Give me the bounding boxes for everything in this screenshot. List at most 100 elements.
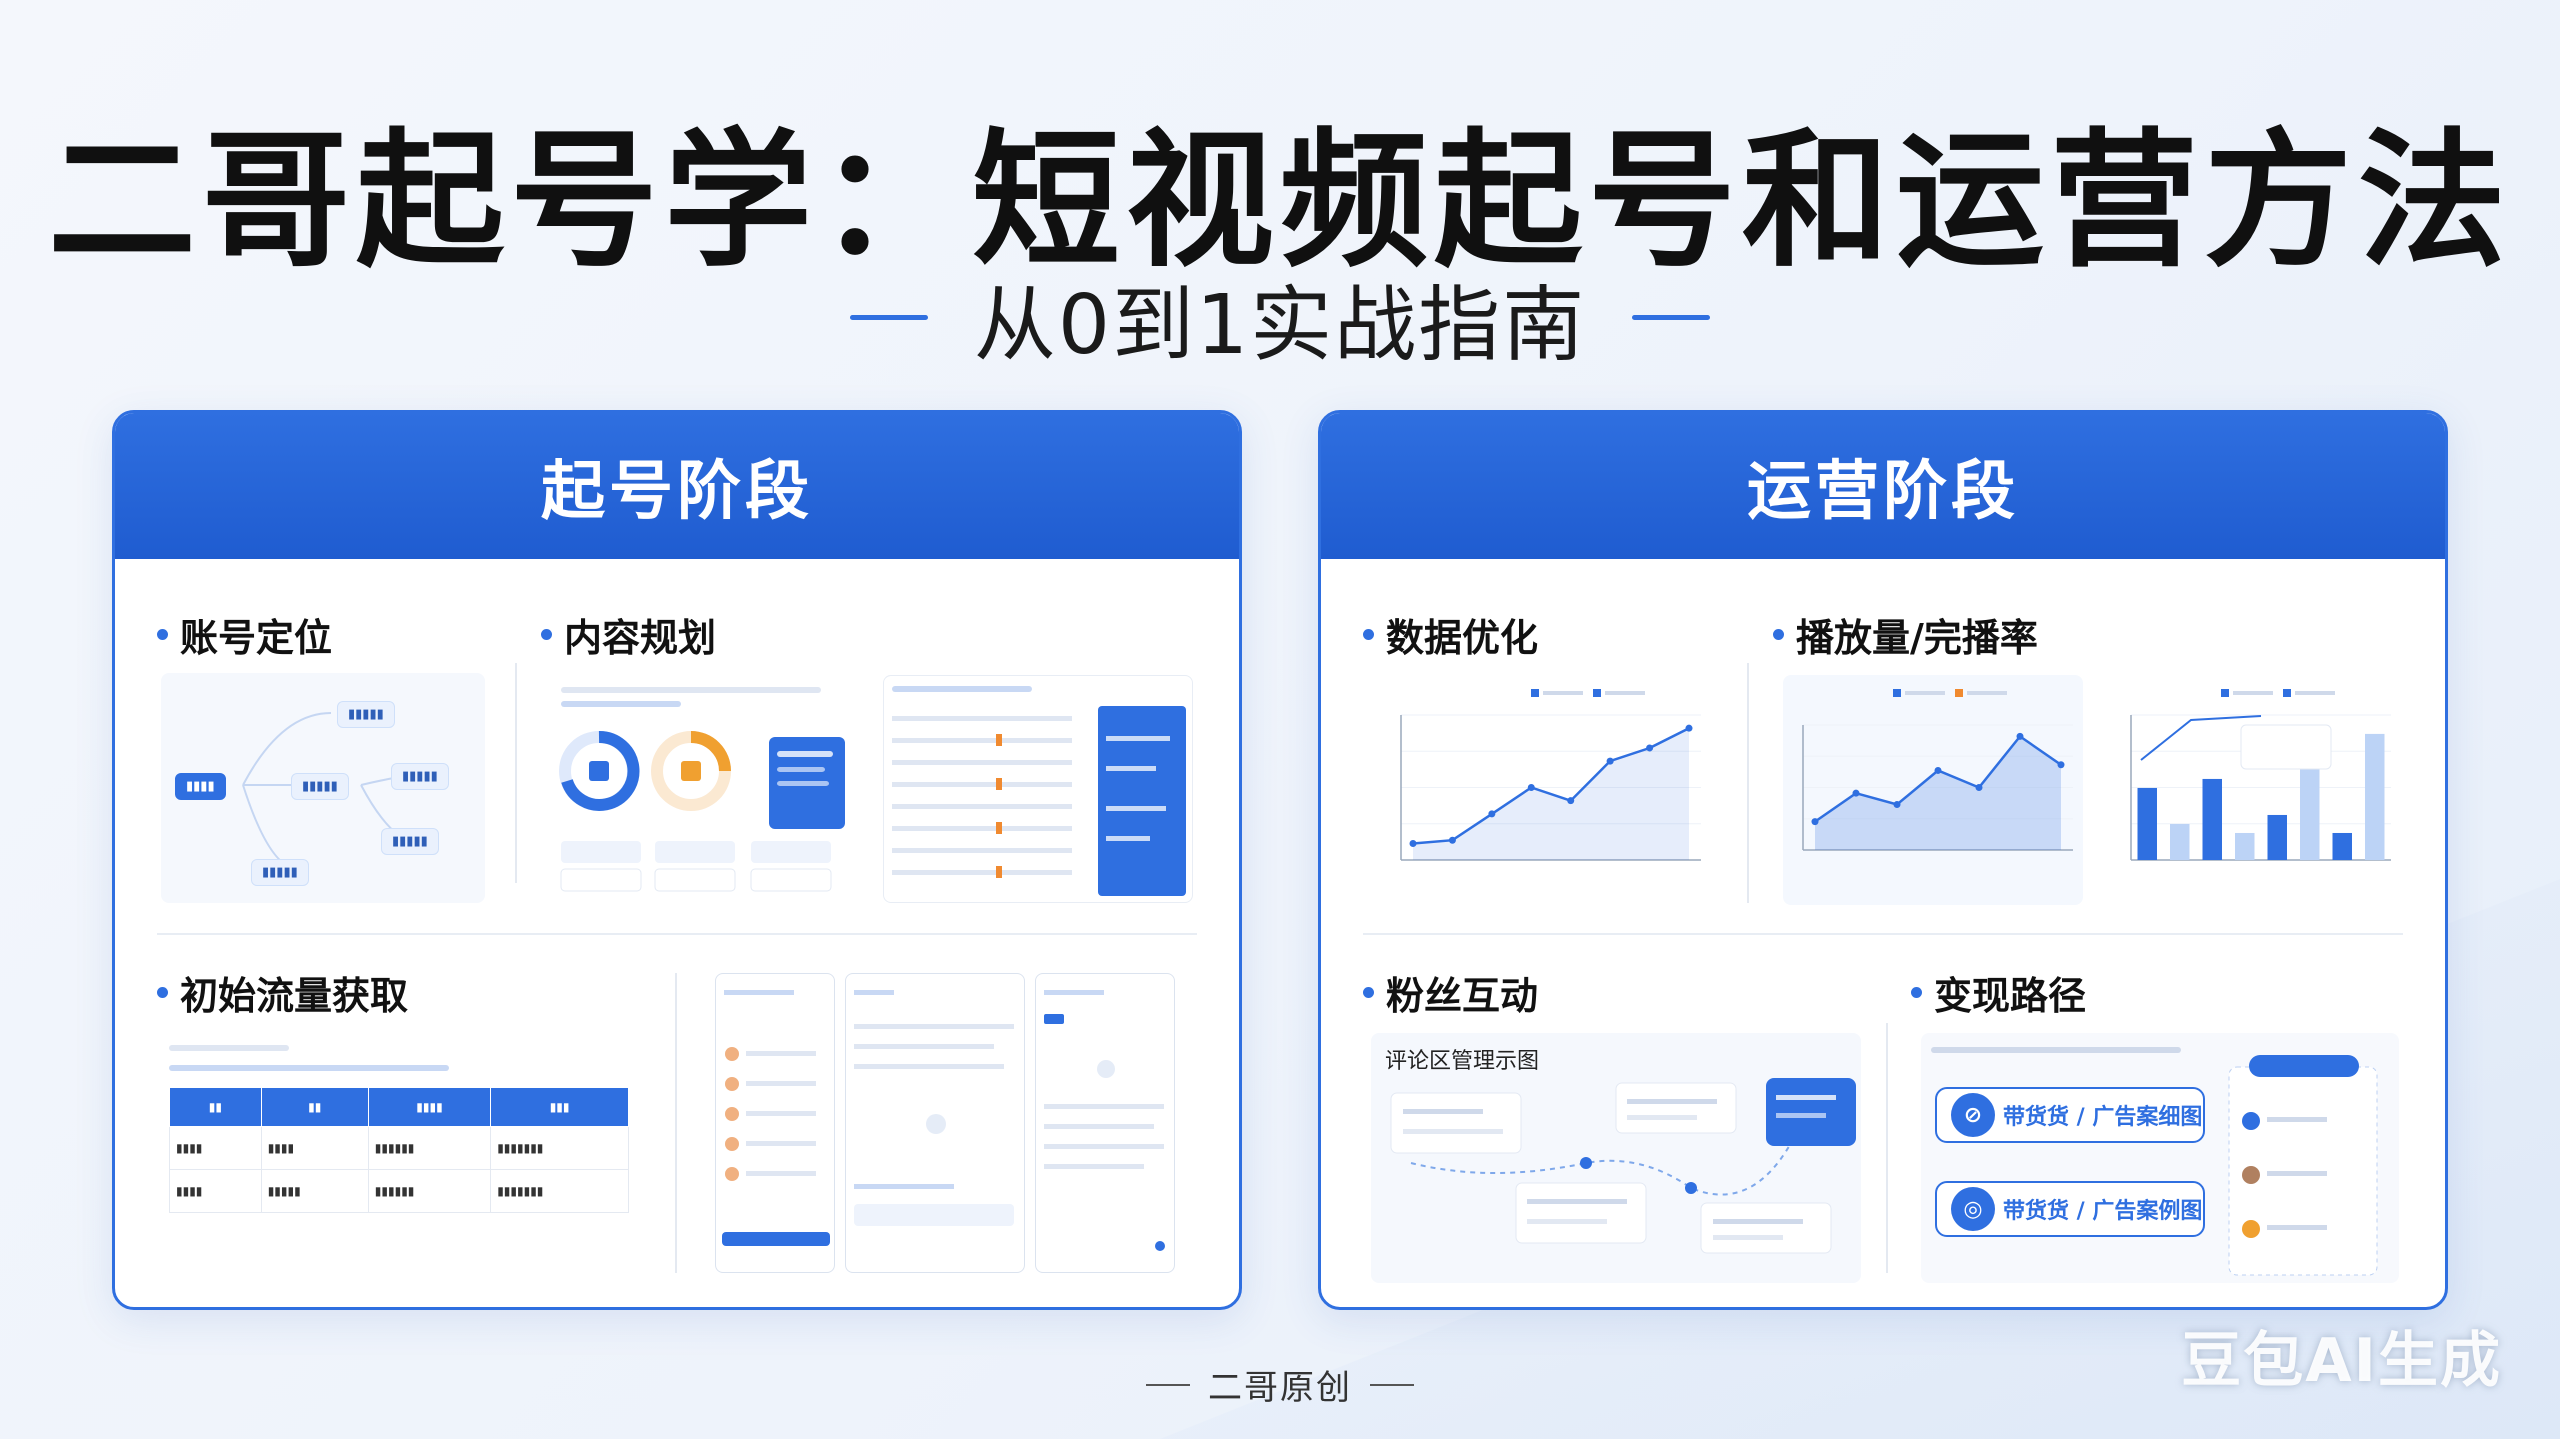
panel-title: 运营阶段: [1747, 455, 2019, 529]
content-calendar-card: [883, 675, 1193, 903]
legend-swatch: [1531, 689, 1539, 697]
divider: [157, 933, 1197, 935]
bar-chart-3: [2130, 689, 2391, 861]
comment-diagram-card: 评论区管理示图: [1371, 1033, 1861, 1283]
coupon-icon: ⊘: [1951, 1093, 1995, 1137]
panel-header: 起号阶段: [115, 413, 1239, 559]
section-label: 初始流量获取: [180, 974, 409, 1018]
bar: [2300, 760, 2320, 860]
legend-label-placeholder: [1543, 691, 1583, 695]
panel-operation-stage: 运营阶段 数据优化 播放量/完播率 粉丝互动 变现路径 评论区管理示图: [1318, 410, 2448, 1310]
subtitle-line-right: [1632, 315, 1711, 320]
line-chart-1: [1400, 689, 1701, 861]
traffic-table-card: ▮▮▮▮▮▮▮▮▮▮▮ ▮▮▮▮▮▮▮▮▮▮▮▮▮▮▮▮▮▮▮▮▮ ▮▮▮▮▮▮…: [161, 1035, 681, 1275]
footer-text: 二哥原创: [1208, 1368, 1352, 1408]
section-initial-traffic: 初始流量获取: [157, 965, 408, 1020]
line-chart-card: [1371, 675, 1721, 905]
section-label: 数据优化: [1386, 616, 1539, 660]
bar: [2202, 778, 2222, 860]
section-label: 变现路径: [1934, 974, 2087, 1018]
section-label: 账号定位: [180, 616, 333, 660]
bullet-dot-icon: [1363, 987, 1374, 998]
legend-swatch: [1893, 689, 1901, 697]
area-chart-2: [1802, 689, 2073, 851]
traffic-table: ▮▮▮▮▮▮▮▮▮▮▮ ▮▮▮▮▮▮▮▮▮▮▮▮▮▮▮▮▮▮▮▮▮ ▮▮▮▮▮▮…: [169, 1087, 629, 1213]
content-plan-graphics: [559, 687, 845, 892]
legend-swatch: [1955, 689, 1963, 697]
data-point: [1934, 766, 1942, 774]
legend-label-placeholder: [1605, 691, 1645, 695]
legend-swatch: [2221, 689, 2229, 697]
series-area: [1815, 736, 2061, 850]
mindmap-node: ▮▮▮▮▮: [337, 701, 395, 728]
mindmap-root-node: ▮▮▮▮: [175, 773, 226, 800]
phone-mockup: [715, 973, 835, 1273]
section-data-optimization: 数据优化: [1363, 607, 1538, 662]
section-play-completion: 播放量/完播率: [1773, 607, 2038, 662]
tooltip-box: [2240, 724, 2332, 770]
bullet-dot-icon: [157, 987, 168, 998]
bullet-dot-icon: [1773, 629, 1784, 640]
data-point: [1527, 784, 1535, 791]
comment-diagram-title: 评论区管理示图: [1385, 1049, 1540, 1074]
data-point: [1975, 784, 1983, 791]
footer-line-right: [1370, 1383, 1414, 1386]
divider: [1363, 933, 2403, 935]
data-point: [1567, 797, 1575, 805]
mindmap-node: ▮▮▮▮▮: [381, 828, 439, 855]
section-label: 播放量/完播率: [1796, 616, 2038, 660]
data-point: [1409, 840, 1417, 848]
data-point: [1893, 801, 1901, 809]
bar: [2235, 832, 2255, 860]
bar: [2267, 814, 2287, 860]
bar: [2332, 832, 2352, 860]
monetization-path-2: ◎ 带货货 / 广告案例图: [1935, 1181, 2205, 1237]
subtitle-line-left: [849, 315, 928, 320]
bar-chart-card: [2101, 675, 2401, 905]
divider: [515, 663, 517, 883]
data-point: [1606, 757, 1614, 765]
data-point: [1852, 789, 1860, 797]
section-fan-interaction: 粉丝互动: [1363, 965, 1538, 1020]
section-label: 内容规划: [564, 616, 717, 660]
divider: [1747, 663, 1749, 903]
legend-swatch: [2283, 689, 2291, 697]
legend-label-placeholder: [1905, 691, 1945, 695]
page-subtitle: 从0到1实战指南: [973, 278, 1587, 373]
bar: [2365, 733, 2385, 860]
legend-label-placeholder: [2295, 691, 2335, 695]
data-point: [1811, 818, 1819, 826]
bullet-dot-icon: [1363, 629, 1374, 640]
section-monetization: 变现路径: [1911, 965, 2086, 1020]
watermark: 豆包AI生成: [2181, 1326, 2502, 1396]
bullet-dot-icon: [1911, 987, 1922, 998]
monetization-sidebar: [2228, 1055, 2378, 1276]
section-content-planning: 内容规划: [541, 607, 716, 662]
mindmap-illustration: ▮▮▮▮ ▮▮▮▮▮ ▮▮▮▮▮ ▮▮▮▮▮ ▮▮▮▮▮ ▮▮▮▮▮: [161, 673, 485, 903]
data-point: [1646, 744, 1654, 752]
comment-flow: [1390, 1078, 1856, 1254]
panel-startup-stage: 起号阶段 账号定位 内容规划 ▮▮▮▮ ▮▮▮▮▮ ▮▮▮▮▮ ▮▮▮▮▮ ▮▮…: [112, 410, 1242, 1310]
phone-mockup: [1035, 973, 1175, 1273]
data-point: [1685, 724, 1693, 732]
mindmap-node: ▮▮▮▮▮: [391, 763, 449, 790]
footer-line-left: [1146, 1383, 1190, 1386]
monetization-path-1: ⊘ 带货货 / 广告案细图: [1935, 1087, 2205, 1143]
footer: 二哥原创: [0, 1360, 2560, 1409]
pill-label: 带货货 / 广告案细图: [2003, 1105, 2203, 1130]
pill-label: 带货货 / 广告案例图: [2003, 1199, 2203, 1224]
section-label: 粉丝互动: [1386, 974, 1539, 1018]
bullet-dot-icon: [541, 629, 552, 640]
area-chart-card: [1783, 675, 2083, 905]
bullet-dot-icon: [157, 629, 168, 640]
data-point: [1488, 810, 1496, 818]
legend-label-placeholder: [1967, 691, 2007, 695]
divider: [675, 973, 677, 1273]
data-point: [2057, 761, 2065, 769]
mindmap-node: ▮▮▮▮▮: [291, 773, 349, 800]
content-plan-card: [555, 675, 850, 900]
page-title: 二哥起号学：短视频起号和运营方法: [48, 115, 2512, 287]
legend-label-placeholder: [2233, 691, 2273, 695]
phone-mockup: [845, 973, 1025, 1273]
section-account-positioning: 账号定位: [157, 607, 332, 662]
